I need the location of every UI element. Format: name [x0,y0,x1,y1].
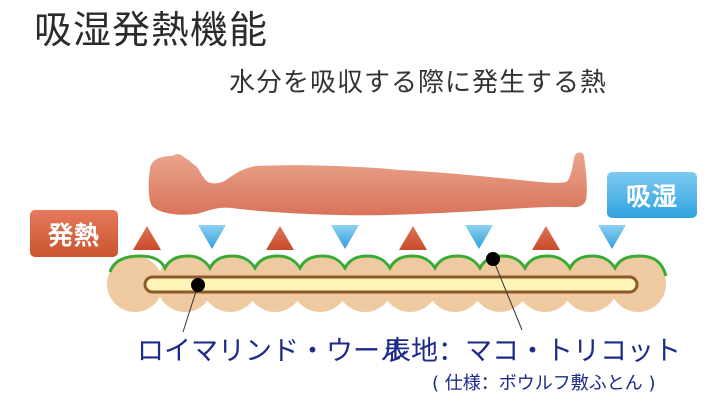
moisture-down-arrows [198,225,626,249]
wool-layer [143,275,639,294]
surface-fabric-label: 表地：マコ・トリコット [384,336,681,367]
heat-badge: 発熱 [30,210,118,257]
person-silhouette [148,152,587,216]
mattress [107,254,668,312]
subtitle: 水分を吸収する際に発生する熱 [229,68,608,98]
spec-label: ( 仕様：ボウルフ敷ふとん ) [432,373,656,394]
wool-label: ロイマリンド・ウール [137,336,407,367]
moisture-badge: 吸湿 [607,172,697,218]
heat-up-arrows [133,226,560,250]
surface-marker-dot [486,252,500,266]
wool-marker-dot [191,278,205,292]
page-title: 吸湿発熱機能 [34,8,269,52]
leader-lines [182,252,523,333]
surface-fabric-line [108,254,668,277]
